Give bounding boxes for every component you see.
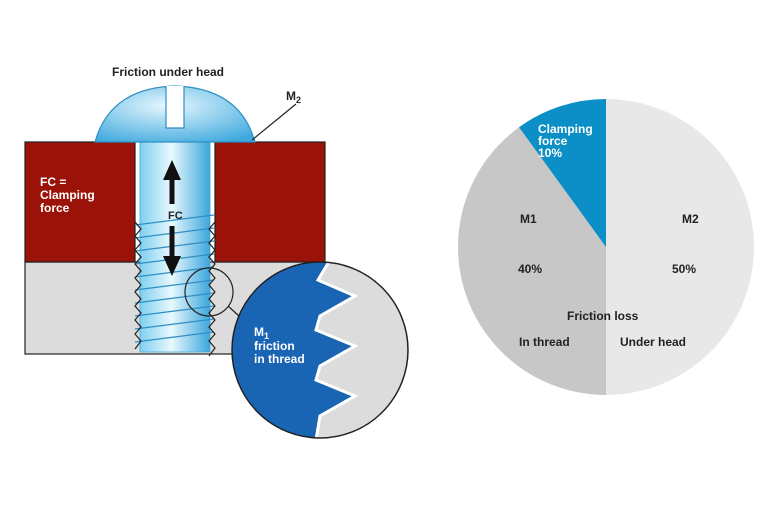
clamping-force-arrow: [163, 160, 181, 276]
m2-label: M2: [286, 89, 301, 105]
clamping-force-label: FC = Clamping force: [40, 175, 98, 215]
fc-arrow-label: FC: [168, 210, 183, 222]
pie-label-m1: M1: [520, 212, 537, 226]
thread-magnifier-circle: [184, 267, 234, 317]
bolt-head-slot: [165, 86, 185, 129]
pie-label-m2: M2: [682, 212, 699, 226]
pie-under-head: Under head: [620, 335, 686, 349]
friction-pie-chart: M2 50% M1 40% Clamping force 10% Frictio…: [458, 99, 754, 396]
bolt-diagram: FC Friction under head M2 FC = Clamping …: [24, 65, 409, 439]
pie-value-m1: 40%: [518, 262, 542, 276]
pie-slice-m1: [458, 127, 606, 396]
m2-leader-line: [251, 103, 297, 141]
friction-under-head-label: Friction under head: [112, 65, 224, 79]
thread-edge-right: [208, 221, 216, 357]
thread-edge-left: [134, 221, 142, 350]
pie-slice-clamping-force: [519, 99, 606, 247]
pie-slice-m2: [606, 99, 754, 395]
pie-friction-loss: Friction loss: [567, 309, 639, 323]
pie-in-thread: In thread: [519, 335, 570, 349]
clamped-plate-right: [214, 141, 326, 263]
thread-zoom-detail: M1 friction in thread: [231, 261, 409, 439]
pie-label-clamping: Clamping force 10%: [538, 122, 596, 160]
clamped-plate-left: [24, 141, 136, 263]
m1-friction-label: M1 friction in thread: [254, 325, 305, 366]
pie-value-m2: 50%: [672, 262, 696, 276]
